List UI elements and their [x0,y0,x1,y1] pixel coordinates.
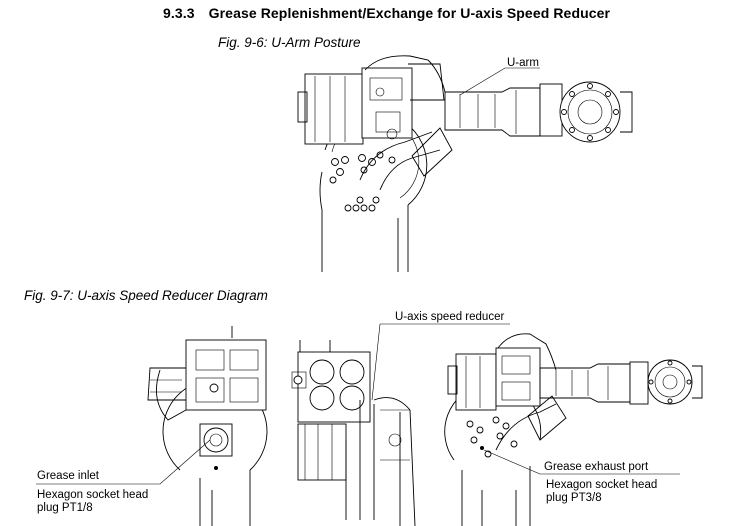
reducer-view-left [36,326,268,526]
reducer-view-right [444,333,703,526]
reducer-view-middle [291,323,510,526]
u-arm-callout-label: U-arm [507,57,539,69]
section-number: 9.3.3 [163,5,195,21]
grease-exhaust-plug-line1: Hexagon socket head [546,479,658,491]
u-arm-posture-drawing [297,55,633,272]
u-axis-reducer-callout-label: U-axis speed reducer [395,311,505,323]
figure-caption-u-arm-posture: Fig. 9-6: U-Arm Posture [218,35,361,50]
section-heading: 9.3.3 Grease Replenishment/Exchange for U… [163,5,610,21]
grease-exhaust-label: Grease exhaust port [544,461,649,473]
grease-inlet-label: Grease inlet [37,470,100,482]
section-title: Grease Replenishment/Exchange for U-axis… [208,5,611,21]
figure-caption-reducer-diagram: Fig. 9-7: U-axis Speed Reducer Diagram [24,288,268,303]
grease-exhaust-plug-line2: plug PT3/8 [546,492,602,504]
grease-inlet-plug-line2: plug PT1/8 [37,502,93,514]
grease-inlet-plug-line1: Hexagon socket head [37,489,149,501]
